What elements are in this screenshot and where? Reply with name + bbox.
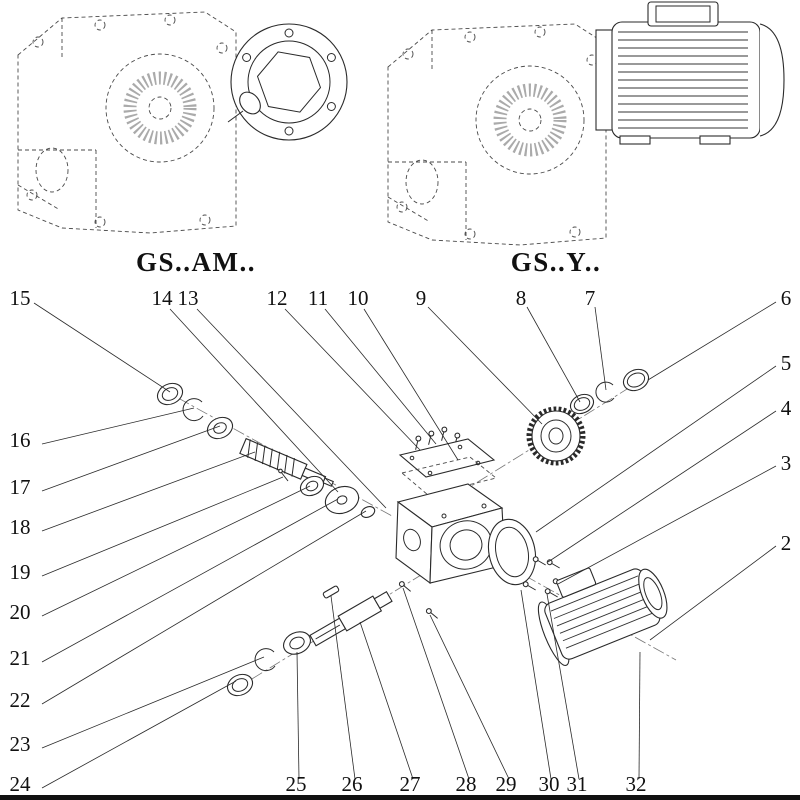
callout-19: 19 bbox=[10, 560, 31, 584]
callout-6: 6 bbox=[781, 286, 792, 310]
leader-12 bbox=[284, 308, 421, 451]
label-gs-am: GS..AM.. bbox=[136, 247, 256, 277]
leader-5 bbox=[535, 365, 777, 533]
leader-28 bbox=[402, 587, 470, 780]
leader-32 bbox=[638, 651, 641, 780]
leader-21 bbox=[41, 498, 339, 663]
output-bearing bbox=[283, 631, 311, 655]
cover-gasket bbox=[401, 456, 497, 496]
callout-27: 27 bbox=[400, 772, 421, 796]
gear-circlip bbox=[595, 381, 615, 403]
leader-9 bbox=[427, 306, 543, 425]
leader-26 bbox=[330, 595, 356, 780]
helical-gear bbox=[526, 406, 586, 466]
leader-6 bbox=[647, 301, 777, 381]
callout-24: 24 bbox=[10, 772, 32, 796]
gs-am-drawing: GS..AM.. bbox=[18, 12, 348, 277]
callout-2: 2 bbox=[781, 531, 792, 555]
leader-31 bbox=[546, 593, 580, 780]
leader-30 bbox=[520, 589, 552, 780]
callout-4: 4 bbox=[781, 396, 792, 420]
leader-29 bbox=[429, 614, 510, 780]
output-flange bbox=[227, 23, 348, 141]
label-gs-y: GS..Y.. bbox=[511, 247, 602, 277]
leader-8 bbox=[526, 306, 581, 403]
callout-32: 32 bbox=[626, 772, 647, 796]
leader-4 bbox=[547, 410, 777, 563]
callout-29: 29 bbox=[496, 772, 517, 796]
motor-top bbox=[595, 1, 785, 145]
callout-13: 13 bbox=[178, 286, 199, 310]
callout-18: 18 bbox=[10, 515, 31, 539]
gs-y-drawing: GS..Y.. bbox=[388, 1, 785, 277]
exploded-parts bbox=[156, 368, 668, 697]
leader-23 bbox=[41, 656, 265, 749]
motor-flange-ring bbox=[487, 518, 537, 586]
gear-housing bbox=[395, 483, 506, 585]
leader-27 bbox=[359, 621, 414, 780]
top-cover bbox=[398, 438, 496, 478]
callout-12: 12 bbox=[267, 286, 288, 310]
callout-5: 5 bbox=[781, 351, 792, 375]
leader-18 bbox=[41, 451, 256, 532]
callout-3: 3 bbox=[781, 451, 792, 475]
callout-25: 25 bbox=[286, 772, 307, 796]
callout-10: 10 bbox=[348, 286, 369, 310]
callout-20: 20 bbox=[10, 600, 31, 624]
leader-15 bbox=[33, 302, 171, 393]
leader-11 bbox=[324, 308, 437, 445]
bottom-border bbox=[0, 795, 800, 800]
leader-22 bbox=[41, 510, 367, 705]
leader-20 bbox=[41, 485, 311, 617]
callout-16: 16 bbox=[10, 428, 31, 452]
leader-lines bbox=[33, 301, 777, 789]
leader-3 bbox=[557, 465, 777, 585]
shaft-key bbox=[322, 585, 340, 599]
callout-11: 11 bbox=[308, 286, 328, 310]
callout-17: 17 bbox=[10, 475, 31, 499]
gear-seal-ring bbox=[622, 368, 650, 392]
callout-23: 23 bbox=[10, 732, 31, 756]
housing-screw-b bbox=[424, 607, 440, 621]
callout-31: 31 bbox=[567, 772, 588, 796]
output-oil-seal bbox=[226, 673, 254, 697]
breather-pin bbox=[278, 468, 289, 482]
callout-9: 9 bbox=[416, 286, 427, 310]
leader-19 bbox=[41, 476, 284, 577]
callout-30: 30 bbox=[539, 772, 560, 796]
callout-7: 7 bbox=[585, 286, 596, 310]
leader-16 bbox=[41, 407, 195, 445]
input-bearing bbox=[206, 416, 234, 440]
worm-bearing bbox=[299, 475, 325, 497]
callout-numbers: 15 14 13 12 11 10 9 8 7 6 5 4 3 2 16 17 … bbox=[10, 286, 792, 796]
callout-8: 8 bbox=[516, 286, 527, 310]
leader-7 bbox=[594, 306, 607, 391]
leader-25 bbox=[296, 651, 300, 780]
housing-screw-a bbox=[397, 580, 413, 594]
output-shaft bbox=[309, 590, 393, 647]
callout-26: 26 bbox=[342, 772, 363, 796]
callout-14: 14 bbox=[152, 286, 174, 310]
leader-14 bbox=[169, 308, 339, 493]
leader-2 bbox=[649, 545, 777, 641]
leader-10 bbox=[363, 308, 459, 461]
spacer-ring bbox=[360, 506, 376, 518]
callout-21: 21 bbox=[10, 646, 31, 670]
callout-15: 15 bbox=[10, 286, 31, 310]
callout-28: 28 bbox=[456, 772, 477, 796]
leader-13 bbox=[196, 308, 387, 509]
callout-22: 22 bbox=[10, 688, 31, 712]
shim-disc bbox=[324, 485, 360, 515]
leader-24 bbox=[41, 680, 237, 789]
gear-washer bbox=[569, 393, 595, 415]
leader-17 bbox=[41, 425, 221, 492]
input-oil-seal bbox=[156, 382, 184, 406]
